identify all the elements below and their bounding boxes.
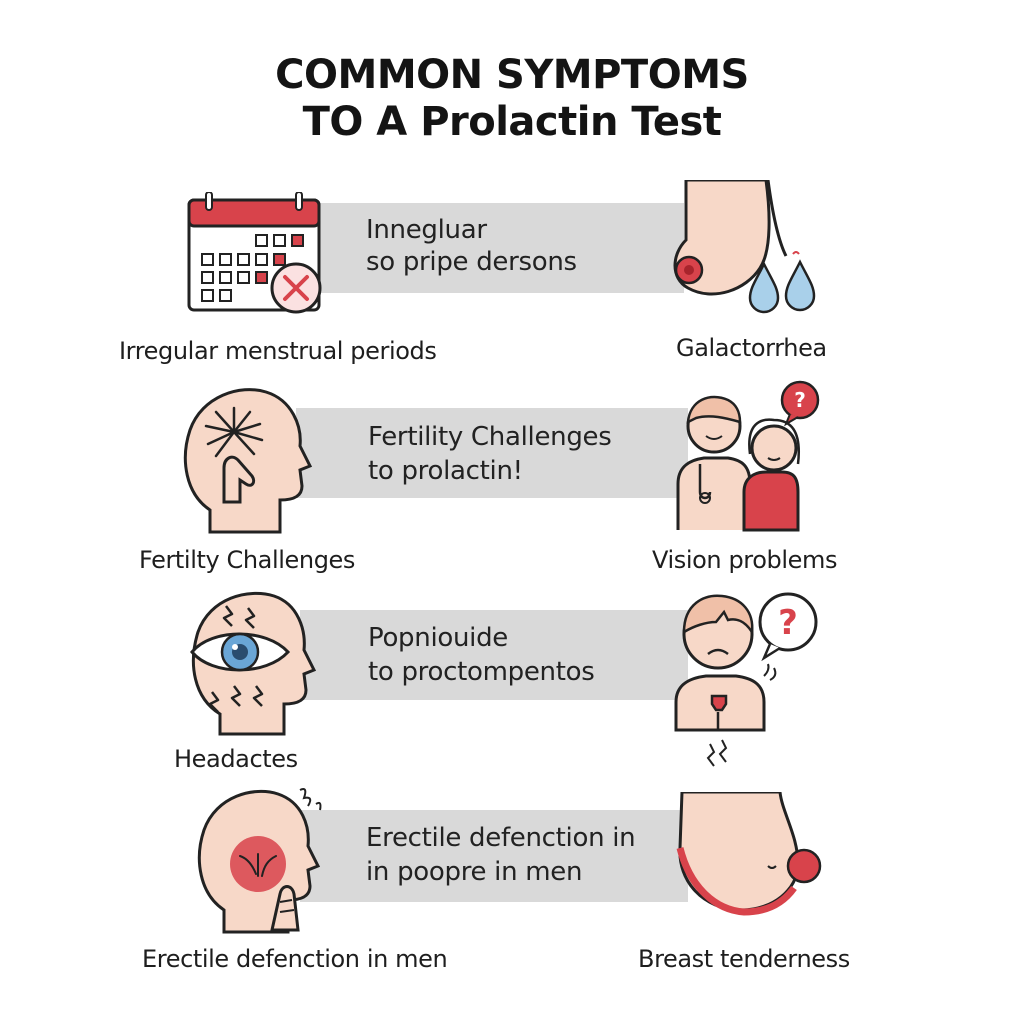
row-3-band (300, 610, 688, 700)
title-line-1: COMMON SYMPTOMS (275, 52, 749, 98)
row-1-band-line-1: Innegluar (366, 215, 487, 245)
row-3-left-label: Headactes (174, 745, 298, 773)
row-3-band-line-1: Popniouide (368, 623, 508, 653)
couple-icon: ? (670, 374, 830, 532)
row-1-right-label: Galactorrhea (676, 334, 827, 362)
row-4-band-line-2: in poopre in men (366, 857, 583, 887)
svg-text:?: ? (778, 603, 798, 643)
person-question-icon: ? (670, 584, 830, 784)
row-2-band-line-2: to prolactin! (368, 456, 523, 486)
row-2-band-line-1: Fertility Challenges (368, 422, 612, 452)
row-1-band-line-2: so pripe dersons (366, 247, 577, 277)
row-4-right-label: Breast tenderness (638, 945, 850, 973)
eye-head-icon (186, 588, 320, 736)
breast-drops-icon (668, 180, 828, 320)
row-4-left-label: Erectile defenction in men (142, 945, 448, 973)
jaw-pain-icon (196, 784, 330, 934)
row-4-band-line-1: Erectile defenction in (366, 823, 636, 853)
row-3-band-line-2: to proctompentos (368, 657, 595, 687)
row-2-left-label: Fertilty Challenges (139, 546, 356, 574)
head-pain-icon (180, 384, 320, 534)
breast-tenderness-icon (672, 792, 828, 924)
row-4-band (300, 810, 688, 902)
calendar-icon (186, 192, 326, 316)
row-1-band (318, 203, 684, 293)
row-2-band (296, 408, 688, 498)
title-line-2: TO A Prolactin Test (302, 99, 722, 145)
svg-text:?: ? (794, 388, 806, 412)
row-2-right-label: Vision problems (652, 546, 838, 574)
row-1-left-label: Irregular menstrual periods (119, 337, 437, 365)
